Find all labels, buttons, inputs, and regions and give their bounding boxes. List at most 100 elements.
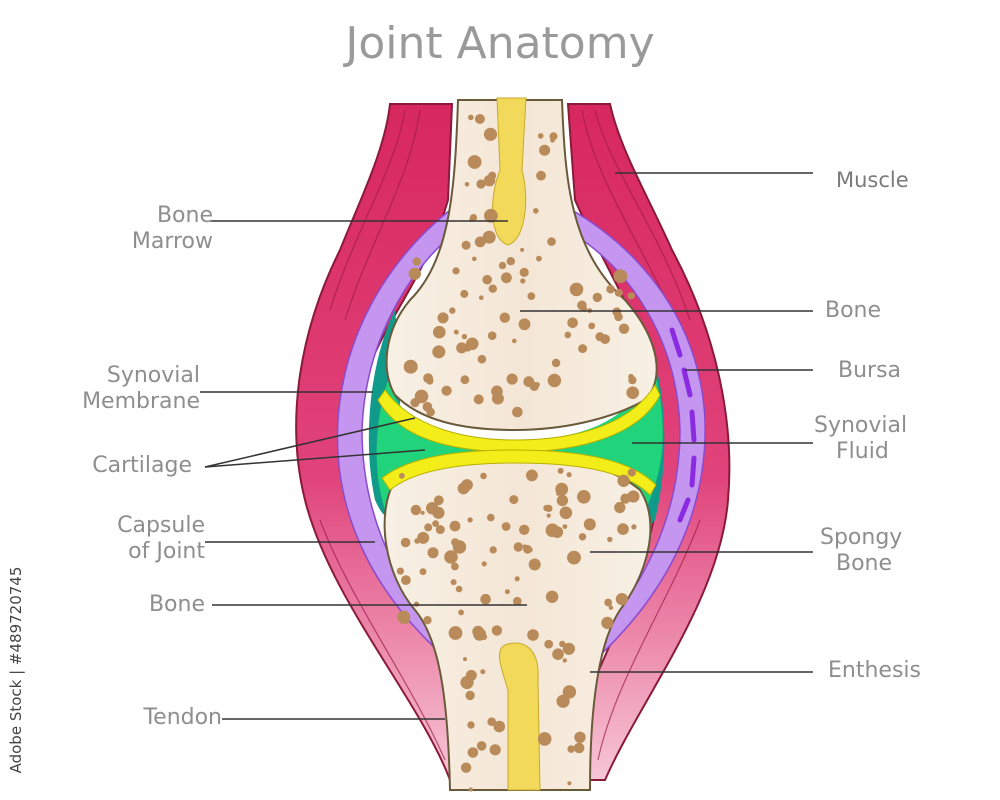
spongy-bone-dot [567,781,572,786]
spongy-bone-dot [556,494,569,507]
spongy-bone-dot [453,329,459,335]
spongy-bone-dot [608,605,614,610]
label-capsule-line2: of Joint [128,539,205,564]
spongy-bone-dot [539,144,551,156]
spongy-bone-dot [512,338,517,344]
spongy-bone-dot [467,721,475,729]
spongy-bone-dot [506,257,515,266]
label-tendon: Tendon [143,705,222,730]
spongy-bone-dot [506,373,518,385]
spongy-bone-dot [628,373,634,380]
spongy-bone-dot [574,731,586,743]
spongy-bone-dot [519,267,529,277]
spongy-bone-dot [455,585,463,593]
spongy-bone-dot [417,531,430,544]
label-spongy-bone-line2: Bone [836,551,893,576]
spongy-bone-dot [397,610,411,624]
spongy-bone-dot [427,547,439,559]
spongy-bone-dot [435,525,445,535]
spongy-bone-dot [460,762,472,773]
label-bone-bottom: Bone [148,592,205,617]
spongy-bone-dot [501,522,511,531]
spongy-bone-dot [567,745,575,753]
label-bone-top: Bone [825,298,882,323]
spongy-bone-dot [487,331,497,341]
spongy-bone-dot [467,155,482,169]
spongy-bone-dot [469,214,478,222]
spongy-bone-dot [556,694,570,708]
label-synovial-membrane-line1: Synovial [106,363,200,388]
label-spongy-bone-line1: Spongy [820,525,903,550]
spongy-bone-dot [588,322,596,330]
spongy-bone-dot [556,491,561,496]
label-bone-marrow: Bone Marrow [80,203,213,255]
label-bone-marrow-line2: Marrow [131,229,213,254]
spongy-bone-dot [583,518,596,531]
spongy-bone-dot [562,524,568,529]
spongy-bone-dot [448,626,463,640]
spongy-bone-dot [432,506,445,519]
stock-id-text: Adobe Stock | #489720745 [7,566,25,774]
spongy-bone-dot [578,344,588,354]
spongy-bone-dot [489,744,501,756]
spongy-bone-dot [614,288,623,297]
label-capsule-line1: Capsule [117,513,205,538]
spongy-bone-dot [461,479,473,491]
spongy-bone-dot [559,640,566,648]
spongy-bone-dot [627,292,635,300]
spongy-bone-dot [573,742,585,754]
spongy-bone-dot [474,114,485,124]
spongy-bone-dot [618,323,630,334]
spongy-bone-dot [480,472,487,480]
spongy-bone-dot [472,256,477,262]
spongy-bone-dot [412,257,421,266]
spongy-bone-dot [547,373,562,388]
spongy-bone-dot [627,468,636,477]
spongy-bone-dot [519,524,530,535]
spongy-bone-dot [449,520,461,532]
spongy-bone-dot [476,179,486,189]
spongy-bone-dot [537,133,544,139]
spongy-bone-dot [607,536,613,543]
spongy-bone-dot [413,270,421,278]
label-bursa: Bursa [838,358,902,383]
spongy-bone-dot [461,333,468,340]
spongy-bone-dot [559,506,573,520]
spongy-bone-dot [467,747,479,758]
spongy-bone-dot [449,307,456,314]
bone-upper [385,99,658,432]
spongy-bone-dot [483,175,496,187]
spongy-bone-dot [424,523,433,532]
spongy-bone-dot [465,669,477,681]
spongy-bone-dot [546,513,551,518]
spongy-bone-dot [468,114,474,121]
spongy-bone-dot [601,616,614,630]
spongy-bone-dot [491,385,503,398]
spongy-bone-dot [410,504,422,516]
spongy-bone-dot [520,247,525,252]
spongy-bone-dot [432,520,439,527]
spongy-bone-dot [631,524,637,530]
spongy-bone-dot [474,236,486,248]
spongy-bone-dot [513,596,522,606]
spongy-bone-dot [419,568,427,576]
spongy-bone-dot [545,523,560,538]
spongy-bone-dot [552,648,564,660]
spongy-bone-dot [399,472,405,479]
spongy-bone-dot [423,616,432,625]
spongy-bone-dot [617,523,629,535]
spongy-bone-dot [615,593,629,606]
spongy-bone-dot [410,398,420,408]
leader-lines [200,172,813,720]
spongy-bone-dot [514,576,520,582]
spongy-bone-dot [403,359,418,374]
spongy-bone-dot [547,237,556,246]
spongy-bone-dot [562,685,577,699]
spongy-bone-dot [426,377,434,385]
spongy-bone-dot [614,312,623,322]
spongy-bone-dot [457,544,463,551]
spongy-bone-dot [533,208,539,214]
spongy-bone-dot [493,720,506,733]
spongy-bone-dot [606,284,615,294]
spongy-bone-dot [476,741,487,751]
